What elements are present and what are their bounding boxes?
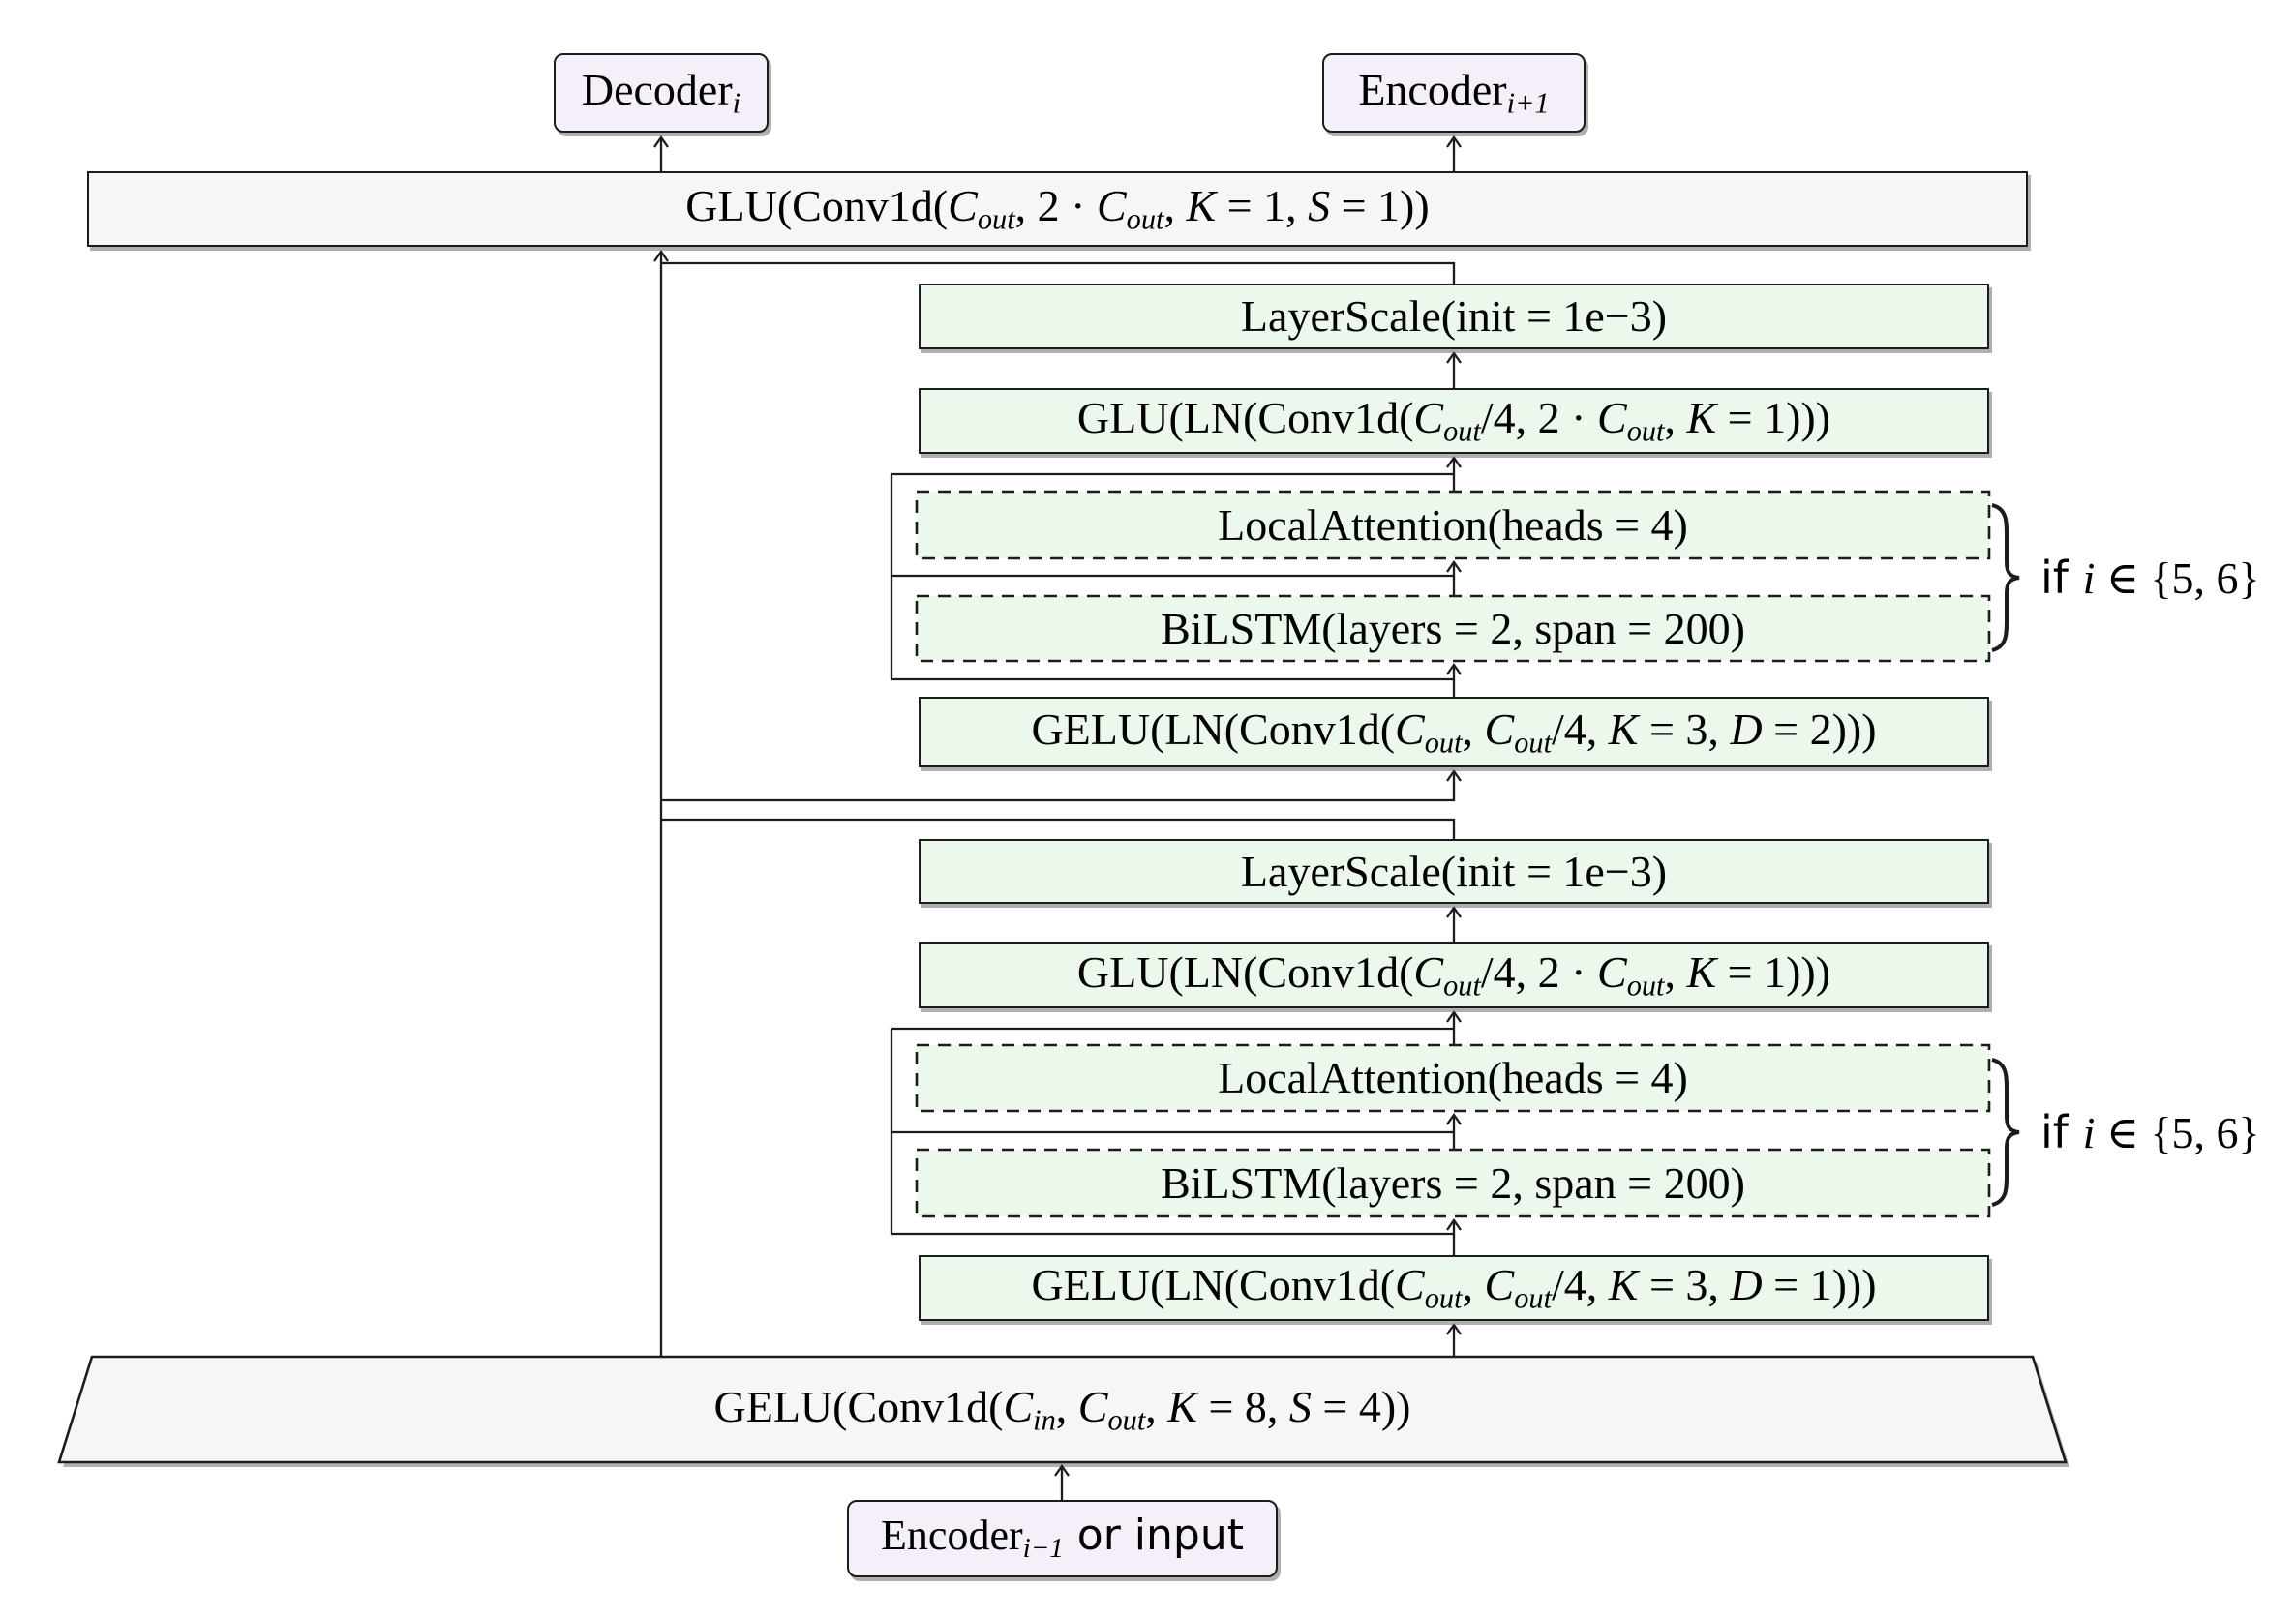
gelu-ln-1-label: GELU(LN(Conv1d(Cout, Cout/4, K = 3, D = … xyxy=(1031,704,1877,760)
bilstm-2-node: BiLSTM(layers = 2, span = 200) xyxy=(917,1150,1989,1216)
local-attention-1-label: LocalAttention(heads = 4) xyxy=(1218,499,1688,550)
local-attention-1-node: LocalAttention(heads = 4) xyxy=(917,492,1989,558)
output-glu-node: GLU(Conv1d(Cout, 2 · Cout, K = 1, S = 1)… xyxy=(87,171,2028,247)
bilstm-2-label: BiLSTM(layers = 2, span = 200) xyxy=(1161,1157,1745,1208)
output-glu-label: GLU(Conv1d(Cout, 2 · Cout, K = 1, S = 1)… xyxy=(685,181,1430,236)
input-conv-trapezoid xyxy=(57,1355,2068,1464)
wire-bypass-ladder-1 xyxy=(890,472,1454,681)
curly-brace-icon xyxy=(1991,1058,2020,1207)
gelu-ln-1-node: GELU(LN(Conv1d(Cout, Cout/4, K = 3, D = … xyxy=(919,697,1989,767)
encoder-next-node: Encoderi+1 xyxy=(1322,53,1586,133)
bilstm-2-dashed-box xyxy=(915,1148,1991,1218)
wire-bypass-ladder-2 xyxy=(890,1027,1454,1236)
curly-brace-icon xyxy=(1991,503,2020,652)
decoder-label: Decoderi xyxy=(581,65,741,120)
encoder-prev-label: Encoderi−1 or input xyxy=(881,1510,1244,1565)
encoder-next-label: Encoderi+1 xyxy=(1358,65,1550,120)
layerscale-2-node: LayerScale(init = 1e−3) xyxy=(919,839,1989,904)
input-conv-label: GELU(Conv1d(Cin, Cout, K = 8, S = 4)) xyxy=(713,1381,1411,1437)
glu-ln-1-label: GLU(LN(Conv1d(Cout/4, 2 · Cout, K = 1))) xyxy=(1076,393,1831,448)
wire-residual-join-2 xyxy=(661,818,1456,839)
bilstm-1-dashed-box xyxy=(915,594,1991,663)
decoder-node: Decoderi xyxy=(554,53,769,133)
glu-ln-2-label: GLU(LN(Conv1d(Cout/4, 2 · Cout, K = 1))) xyxy=(1076,946,1831,1003)
gelu-ln-2-label: GELU(LN(Conv1d(Cout, Cout/4, K = 3, D = … xyxy=(1031,1260,1877,1315)
layerscale-2-label: LayerScale(init = 1e−3) xyxy=(1240,846,1668,896)
bilstm-1-node: BiLSTM(layers = 2, span = 200) xyxy=(917,596,1989,661)
wire-branch-input-1 xyxy=(661,768,1462,802)
gelu-ln-2-node: GELU(LN(Conv1d(Cout, Cout/4, K = 3, D = … xyxy=(919,1255,1989,1321)
glu-ln-1-node: GLU(LN(Conv1d(Cout/4, 2 · Cout, K = 1))) xyxy=(919,388,1989,454)
condition-1-label: if i ∈ {5, 6} xyxy=(2040,551,2260,604)
bilstm-1-label: BiLSTM(layers = 2, span = 200) xyxy=(1161,603,1745,653)
layerscale-1-node: LayerScale(init = 1e−3) xyxy=(919,284,1989,349)
local-attention-1-dashed-box xyxy=(915,490,1991,560)
condition-2-label: if i ∈ {5, 6} xyxy=(2040,1105,2260,1158)
local-attention-2-node: LocalAttention(heads = 4) xyxy=(917,1045,1989,1111)
encoder-prev-node: Encoderi−1 or input xyxy=(847,1500,1278,1577)
layerscale-1-label: LayerScale(init = 1e−3) xyxy=(1240,291,1668,341)
local-attention-2-label: LocalAttention(heads = 4) xyxy=(1218,1053,1688,1102)
wire-residual-join-1 xyxy=(661,261,1456,284)
local-attention-2-dashed-box xyxy=(915,1043,1991,1113)
glu-ln-2-node: GLU(LN(Conv1d(Cout/4, 2 · Cout, K = 1))) xyxy=(919,942,1989,1008)
